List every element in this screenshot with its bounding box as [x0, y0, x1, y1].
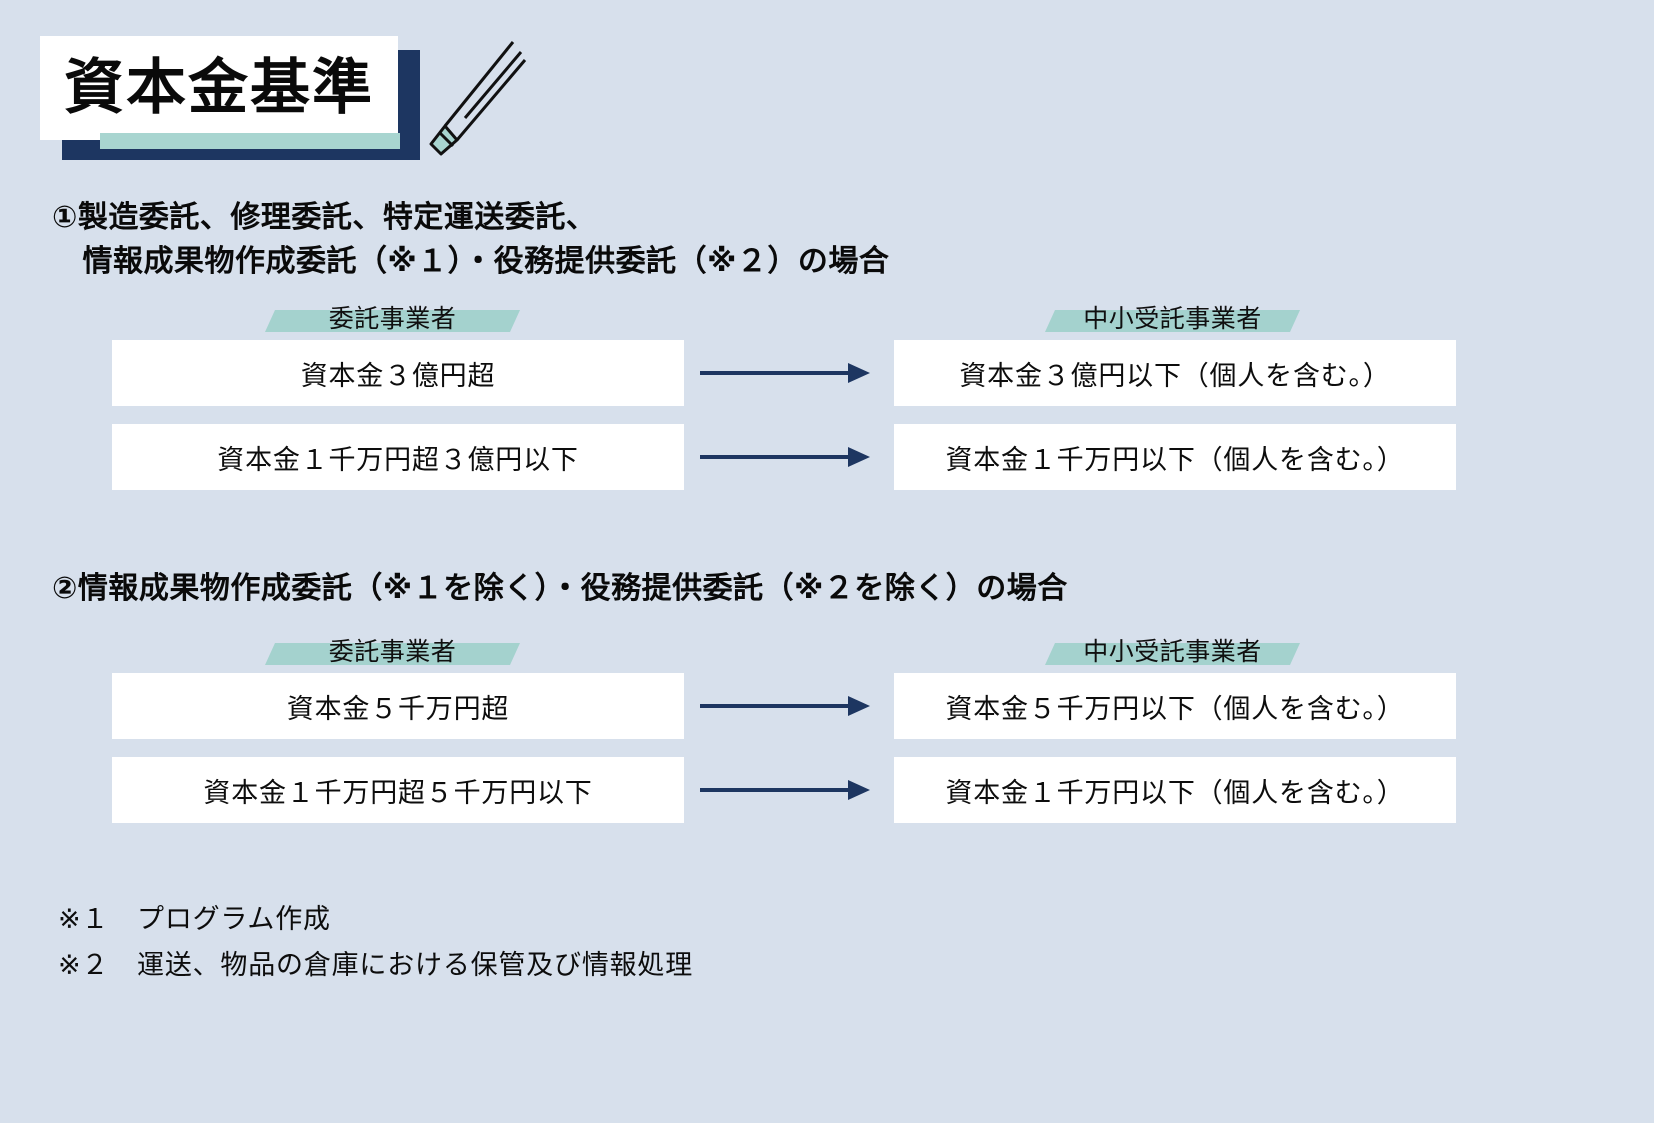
- section-2-heading: ②情報成果物作成委託（※１を除く）・役務提供委託（※２を除く）の場合: [52, 572, 1068, 605]
- box-label: 資本金５千万円超: [286, 693, 510, 724]
- section-1-right-column-header: 中小受託事業者: [1045, 302, 1300, 333]
- section-1-row-2-right-box: 資本金１千万円以下（個人を含む。）: [894, 424, 1456, 490]
- arrow-head: [848, 780, 870, 800]
- section-1-left-column-header: 委託事業者: [265, 302, 520, 333]
- section-1-row-1-left-box: 資本金３億円超: [112, 340, 684, 406]
- box-label: 資本金１千万円以下（個人を含む。）: [945, 444, 1405, 475]
- title-card: 資本金基準: [40, 36, 398, 140]
- box-label: 資本金３億円以下（個人を含む。）: [959, 360, 1391, 391]
- section-2-right-column-header: 中小受託事業者: [1045, 635, 1300, 666]
- box-label: 資本金１千万円以下（個人を含む。）: [945, 777, 1405, 808]
- section-2-left-column-header: 委託事業者: [265, 635, 520, 666]
- section-2-row-1-arrow: [700, 696, 870, 716]
- box-label: 資本金１千万円超３億円以下: [217, 444, 579, 475]
- arrow-head: [848, 363, 870, 383]
- section-1-row-1-right-box: 資本金３億円以下（個人を含む。）: [894, 340, 1456, 406]
- column-header-label: 委託事業者: [328, 638, 457, 666]
- highlighter-pen-icon: [405, 30, 535, 160]
- arrow-shaft: [700, 704, 848, 708]
- highlight-band: [265, 310, 520, 332]
- section-2-row-2-left-box: 資本金１千万円超５千万円以下: [112, 757, 684, 823]
- title-highlight-band: [100, 133, 400, 149]
- arrow-shaft: [700, 455, 848, 459]
- arrow-shaft: [700, 371, 848, 375]
- section-2-row-2-arrow: [700, 780, 870, 800]
- footnote-2: ※２ 運送、物品の倉庫における保管及び情報処理: [58, 950, 694, 980]
- section-2-row-1-left-box: 資本金５千万円超: [112, 673, 684, 739]
- arrow-head: [848, 696, 870, 716]
- section-1-row-2-left-box: 資本金１千万円超３億円以下: [112, 424, 684, 490]
- page-title: 資本金基準: [64, 54, 374, 121]
- column-header-label: 中小受託事業者: [1083, 305, 1262, 333]
- column-header-label: 中小受託事業者: [1083, 638, 1262, 666]
- arrow-head: [848, 447, 870, 467]
- box-label: 資本金３億円超: [300, 360, 496, 391]
- box-label: 資本金５千万円以下（個人を含む。）: [945, 693, 1405, 724]
- section-2-row-2-right-box: 資本金１千万円以下（個人を含む。）: [894, 757, 1456, 823]
- arrow-shaft: [700, 788, 848, 792]
- section-2-row-1-right-box: 資本金５千万円以下（個人を含む。）: [894, 673, 1456, 739]
- section-1-row-1-arrow: [700, 363, 870, 383]
- highlight-band: [1045, 643, 1300, 665]
- highlight-band: [265, 643, 520, 665]
- box-label: 資本金１千万円超５千万円以下: [203, 777, 593, 808]
- section-1-row-2-arrow: [700, 447, 870, 467]
- section-1-heading: ①製造委託、修理委託、特定運送委託、 情報成果物作成委託（※１）・役務提供委託（…: [52, 201, 890, 278]
- footnote-1: ※１ プログラム作成: [58, 904, 331, 934]
- highlight-band: [1045, 310, 1300, 332]
- column-header-label: 委託事業者: [328, 305, 457, 333]
